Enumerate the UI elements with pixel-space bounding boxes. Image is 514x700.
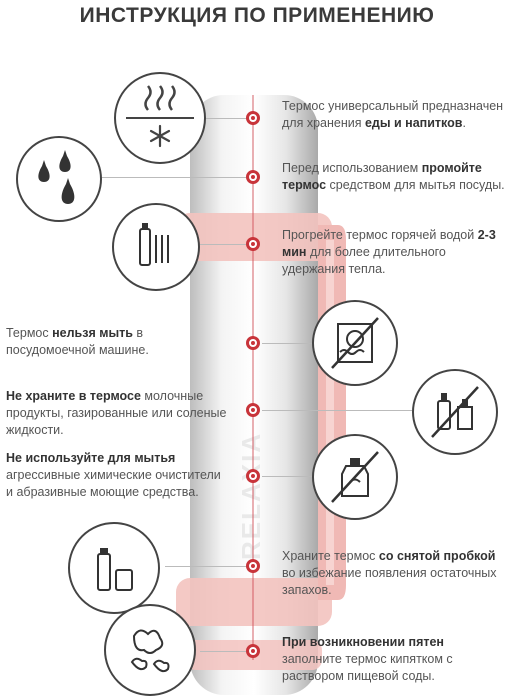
steam-snowflake-icon	[114, 72, 206, 164]
marker-5	[246, 403, 260, 417]
baking-soda-icon	[104, 604, 196, 696]
marker-3	[246, 237, 260, 251]
connector-4	[262, 343, 312, 344]
instruction-3: Прогрейте термос горячей водой 2-3 мин д…	[282, 228, 496, 276]
connector-1	[206, 118, 250, 119]
instruction-1: Термос универсальный предназначен для хр…	[282, 99, 504, 130]
connector-5	[262, 410, 412, 411]
instruction-7: Храните термос со снятой пробкой во избе…	[282, 549, 497, 597]
connector-8	[200, 651, 250, 652]
brand-logo: RELAXIA	[236, 432, 266, 560]
marker-6	[246, 469, 260, 483]
connector-6	[262, 476, 312, 477]
no-bottles-icon	[412, 369, 498, 455]
connector-3	[200, 244, 250, 245]
connector-2	[100, 177, 250, 178]
instruction-8: При возникновении пятен заполните термос…	[282, 635, 453, 683]
marker-2	[246, 170, 260, 184]
instruction-2: Перед использованием промойте термос сре…	[282, 161, 505, 192]
page-title: ИНСТРУКЦИЯ ПО ПРИМЕНЕНИЮ	[79, 4, 435, 27]
instruction-5: Не храните в термосе молочные продукты, …	[6, 389, 227, 437]
bottom-strap	[176, 578, 332, 626]
marker-8	[246, 644, 260, 658]
water-drops-icon	[16, 136, 102, 222]
no-detergent-icon	[312, 434, 398, 520]
marker-7	[246, 559, 260, 573]
thermos-icon	[112, 203, 200, 291]
marker-4	[246, 336, 260, 350]
instruction-6: Не используйте для мытья агрессивные хим…	[6, 451, 221, 499]
no-dishwasher-icon	[312, 300, 398, 386]
connector-7	[165, 566, 250, 567]
instruction-4: Термос нельзя мыть в посудомоечной машин…	[6, 326, 149, 357]
marker-1	[246, 111, 260, 125]
thermos-cap-off-icon	[68, 522, 160, 614]
